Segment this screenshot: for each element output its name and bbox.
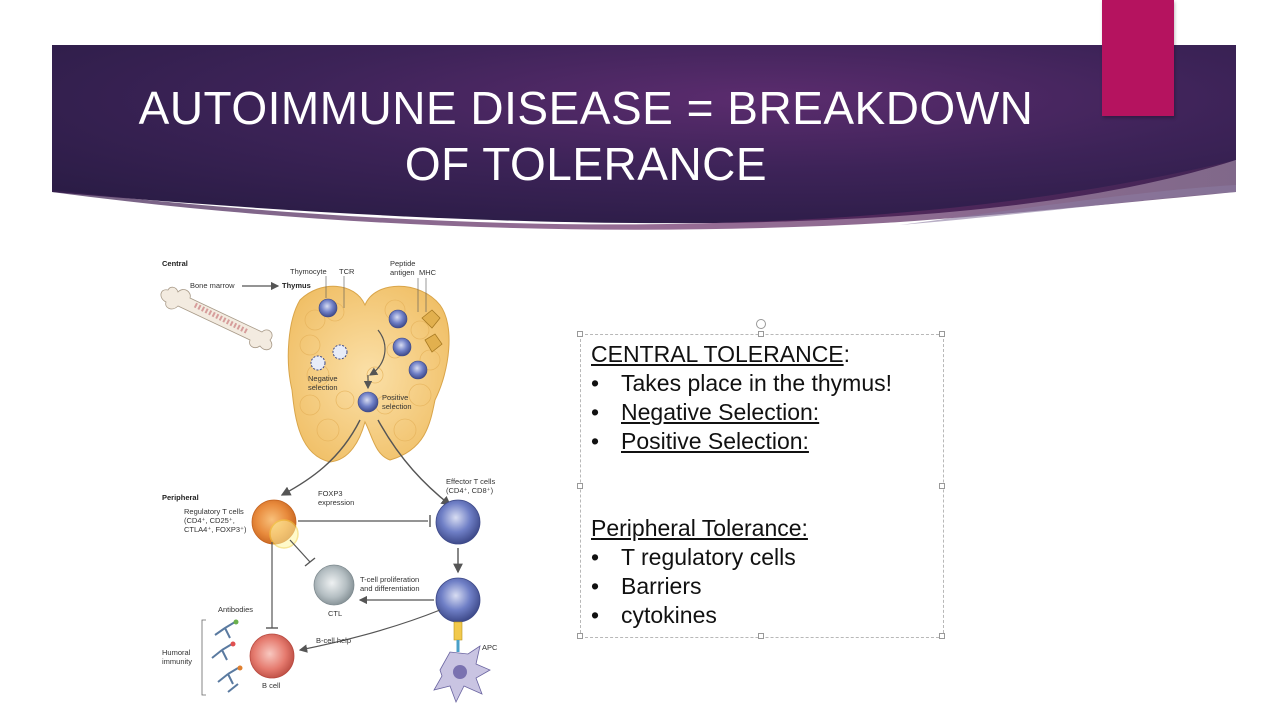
label-b-cell: B cell bbox=[262, 681, 281, 690]
label-bcell-help: B-cell help bbox=[316, 636, 351, 645]
resize-handle-bl[interactable] bbox=[577, 633, 583, 639]
bullet-central-0: •Takes place in the thymus! bbox=[591, 370, 893, 396]
effector-t-cell bbox=[435, 499, 481, 545]
label-peptide: Peptide bbox=[390, 259, 415, 268]
label-effector-2: (CD4⁺, CD8⁺) bbox=[446, 486, 494, 495]
resize-handle-tr[interactable] bbox=[939, 331, 945, 337]
resize-handle-bm[interactable] bbox=[758, 633, 764, 639]
label-expression: expression bbox=[318, 498, 354, 507]
title-line-1: AUTOIMMUNE DISEASE = BREAKDOWN bbox=[138, 82, 1034, 134]
label-humoral-1: Humoral bbox=[162, 648, 191, 657]
rotate-handle[interactable] bbox=[756, 319, 766, 329]
bullet-peripheral-1: •Barriers bbox=[591, 573, 702, 599]
label-treg-1: Regulatory T cells bbox=[184, 507, 244, 516]
label-peripheral: Peripheral bbox=[162, 493, 199, 502]
label-prolif-2: and differentiation bbox=[360, 584, 420, 593]
label-antigen: antigen bbox=[390, 268, 415, 277]
label-apc: APC bbox=[482, 643, 498, 652]
label-foxp3: FOXP3 bbox=[318, 489, 343, 498]
resize-handle-br[interactable] bbox=[939, 633, 945, 639]
bullet-peripheral-2: •cytokines bbox=[591, 602, 717, 628]
bone-icon bbox=[160, 286, 273, 351]
label-ctl: CTL bbox=[328, 609, 342, 618]
central-tolerance-heading: CENTRAL TOLERANCE: bbox=[591, 341, 851, 367]
title-banner bbox=[52, 45, 1236, 230]
proliferating-t-cell bbox=[435, 577, 481, 623]
resize-handle-mr[interactable] bbox=[939, 483, 945, 489]
label-humoral-2: immunity bbox=[162, 657, 192, 666]
label-central: Central bbox=[162, 259, 188, 268]
peripheral-tolerance-heading: Peripheral Tolerance: bbox=[591, 515, 808, 541]
tolerance-diagram[interactable]: Central Bone marrow Thymus Thymocyte TCR… bbox=[150, 250, 530, 710]
apc-cell bbox=[433, 621, 491, 703]
label-positive: Positive bbox=[382, 393, 408, 402]
label-treg-3: CTLA4⁺, FOXP3⁺) bbox=[184, 525, 247, 534]
antibody-icons bbox=[211, 621, 239, 693]
title-line-2: OF TOLERANCE bbox=[404, 138, 768, 190]
label-tcr: TCR bbox=[339, 267, 355, 276]
label-bone-marrow: Bone marrow bbox=[190, 281, 235, 290]
label-negative: Negative bbox=[308, 374, 338, 383]
bullet-central-2: •Positive Selection: bbox=[591, 428, 809, 454]
resize-handle-tl[interactable] bbox=[577, 331, 583, 337]
label-thymocyte: Thymocyte bbox=[290, 267, 327, 276]
label-mhc: MHC bbox=[419, 268, 437, 277]
label-treg-2: (CD4⁺, CD25⁺, bbox=[184, 516, 235, 525]
label-antibodies: Antibodies bbox=[218, 605, 253, 614]
slide-title[interactable]: AUTOIMMUNE DISEASE = BREAKDOWN OF TOLERA… bbox=[52, 80, 1120, 192]
label-pos-selection: selection bbox=[382, 402, 412, 411]
label-neg-selection: selection bbox=[308, 383, 338, 392]
b-cell bbox=[249, 633, 295, 679]
resize-handle-tm[interactable] bbox=[758, 331, 764, 337]
bullet-peripheral-0: •T regulatory cells bbox=[591, 544, 796, 570]
bullet-central-1: •Negative Selection: bbox=[591, 399, 820, 425]
label-prolif-1: T-cell proliferation bbox=[360, 575, 419, 584]
ctl-cell bbox=[313, 564, 355, 606]
label-effector-1: Effector T cells bbox=[446, 477, 495, 486]
accent-tab bbox=[1102, 0, 1174, 116]
thymocyte-cells bbox=[310, 298, 443, 413]
label-thymus: Thymus bbox=[282, 281, 311, 290]
resize-handle-ml[interactable] bbox=[577, 483, 583, 489]
